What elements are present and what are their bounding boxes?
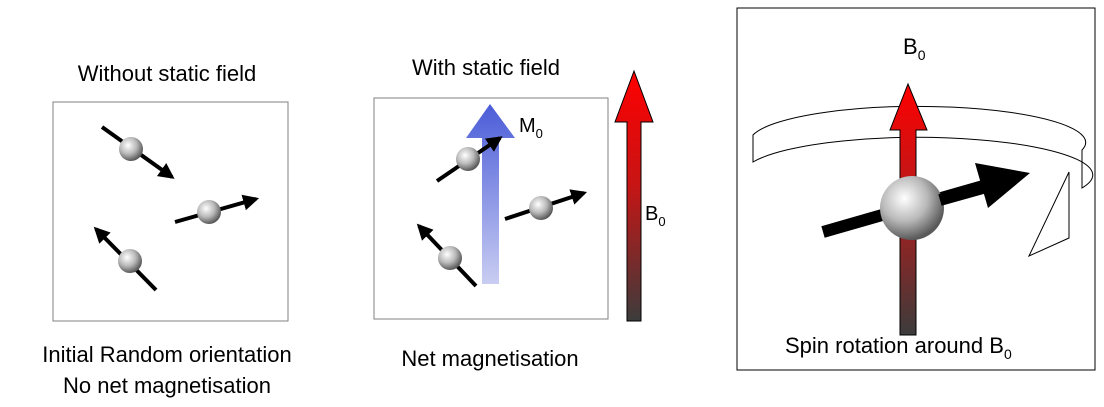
rotation-arrowhead-icon xyxy=(1027,171,1070,258)
box-aligned-spins xyxy=(373,97,609,320)
spin-sphere-icon xyxy=(119,137,143,161)
heading-with-static-field: With static field xyxy=(412,55,560,80)
m0-label: M0 xyxy=(519,115,543,141)
spin-sphere-icon xyxy=(529,196,553,220)
panel-without-field: Without static field Initial Random orie… xyxy=(42,61,291,398)
spin-sphere-icon xyxy=(438,246,462,270)
spin-left-3 xyxy=(93,226,158,292)
b0-label-middle: B0 xyxy=(645,203,666,229)
caption-net-magnetisation: Net magnetisation xyxy=(401,346,578,371)
spin-sphere-icon xyxy=(456,147,480,171)
spin-sphere-icon xyxy=(880,176,944,240)
caption-random-orientation: Initial Random orientation xyxy=(42,342,291,367)
panel-spin-rotation: B0 Spin rotation around B0 xyxy=(736,7,1096,371)
caption-spin-rotation: Spin rotation around B0 xyxy=(785,333,1012,362)
field-arrow-icon xyxy=(614,69,654,322)
rotation-band-icon xyxy=(752,105,1094,258)
spin-left-1 xyxy=(100,125,175,179)
spin-left-2 xyxy=(174,194,260,224)
box-spin-rotation xyxy=(736,7,1096,371)
magnetisation-arrow-icon xyxy=(466,104,515,284)
spin-arrowhead-icon xyxy=(975,163,1030,208)
heading-without-static-field: Without static field xyxy=(78,61,257,86)
box-random-spins xyxy=(52,101,289,322)
spin-middle-3 xyxy=(416,223,478,288)
caption-no-net-magnetisation: No net magnetisation xyxy=(63,373,271,398)
spin-middle-1 xyxy=(435,136,503,183)
spin-sphere-icon xyxy=(197,200,221,224)
b0-label-right: B0 xyxy=(903,34,926,63)
spin-sphere-icon xyxy=(118,249,142,273)
spin-middle-2 xyxy=(504,189,588,221)
panel-with-field: With static field M0 B0 Net magnetisatio… xyxy=(373,55,666,371)
